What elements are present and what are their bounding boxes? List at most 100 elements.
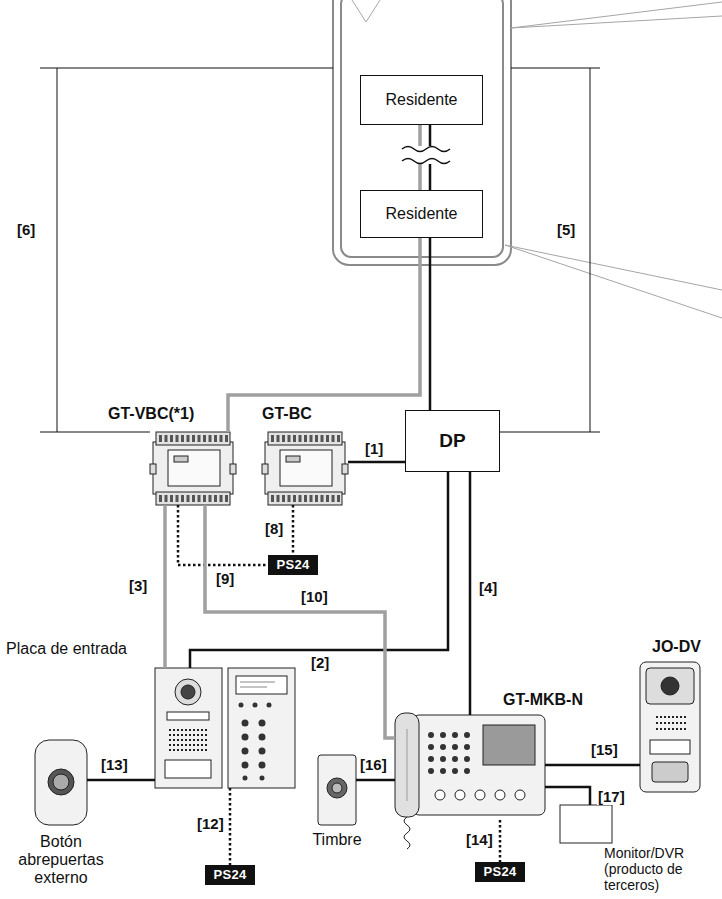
guard-station-drawing-part [431,744,469,750]
callout-number: [6] [16,222,36,238]
exit-button-drawing-part [35,740,87,825]
break-symbol-part [402,147,450,152]
device-label: GT-VBC(*1) [108,405,194,423]
guard-station-drawing-part [495,790,505,800]
doorbell: Timbre [318,755,356,825]
door-station-drawing-part [640,662,700,792]
guard-station-drawing-part [431,768,469,774]
bus-wire [356,779,395,782]
callout-number: [14] [465,832,494,848]
door-station-drawing-part [650,740,690,754]
guard-station-drawing-part [431,732,469,738]
power-supply: PS24 [268,555,318,575]
exit-button-drawing [35,740,87,825]
bus-wire [429,238,432,410]
callout-number: [16] [359,757,388,773]
bridge-controller-unit-part [153,442,233,494]
device-label: JO-DV [652,638,701,656]
callout-number: [12] [196,816,225,832]
resident-box: Residente [360,190,483,238]
exit-button: Botón abrepuertas externo [35,740,87,825]
guard-station-drawing-part [483,725,535,765]
bridge-controller-unit-part [156,432,230,445]
callout-number: [9] [215,571,235,587]
power-supply: PS24 [475,862,525,882]
break-symbol [402,125,450,190]
bus-controller-unit-part [262,464,268,474]
building-outline [333,0,511,265]
bridge-controller-unit-part [156,492,230,505]
entrance-panel-drawing-part [167,712,209,720]
doorbell-drawing-part [327,778,347,798]
entrance-panel-drawing-part [169,734,207,736]
device-label: GT-BC [262,405,312,423]
guard-station-drawing-part [435,790,445,800]
power-wire [292,505,295,555]
bus-wire [545,787,590,805]
guard-station-drawing-part [455,790,465,800]
power-supply: PS24 [205,865,255,885]
bridge-controller-unit-part [168,450,220,486]
bridge-controller-unit-part [159,495,228,502]
box-label: PS24 [483,865,516,880]
door-station-drawing [640,662,700,792]
entrance-panel-drawing-part [181,685,195,699]
building-outline-part [341,0,503,257]
dimension-bracket [40,68,600,432]
callout-number: [5] [556,222,576,238]
callout-wedge-part [352,0,380,22]
guard-station-drawing-part [407,729,408,801]
bus-controller-unit-part [271,495,340,502]
guard-station-drawing-part [475,790,485,800]
door-station-drawing-part [661,677,679,695]
entrance-panel-drawing-part [169,729,207,731]
device-label: Timbre [298,831,376,849]
door-station-drawing-part [646,668,694,704]
entrance-panel-drawing-part [245,762,279,769]
bus-wire [87,779,155,782]
break-symbol-part [402,159,450,164]
box-label: Residente [385,205,457,223]
entrance-panel-drawing-part [245,748,279,755]
third-party-monitor: Monitor/DVR (producto de terceros) [560,805,612,843]
resident-box: Residente [360,75,483,125]
door-station-drawing-part [656,716,686,718]
bus-wire [545,764,640,767]
guard-station-drawing-part [404,817,410,849]
bus-controller-unit-part [342,464,348,474]
bridge-controller-unit-part [230,464,236,474]
callout-number: [2] [310,655,330,671]
callout-number: [1] [364,441,384,457]
entrance-panel-drawing-part [240,682,275,683]
callout-number: [3] [128,578,148,594]
bus-controller-unit-part [268,432,342,445]
dimension-bracket-part [40,68,333,432]
device-label: Placa de entrada [6,640,127,658]
door-station-drawing-part [656,728,686,730]
entrance-panel-drawing-part [169,749,207,751]
entrance-panel-drawing-part [228,668,295,788]
guard-station-drawing-part [431,756,469,762]
doorbell-drawing [318,755,356,825]
exit-button-drawing-part [53,774,69,790]
entrance-panel-drawing-part [169,744,207,746]
bridge-controller-unit-part [159,435,228,442]
box-label: PS24 [213,868,246,883]
video-wire [228,238,420,432]
bus-wire [348,461,405,464]
break-symbol-part [418,125,422,190]
callout-number: [8] [264,521,284,537]
bus-controller-unit-part [271,435,340,442]
door-station-drawing-part [652,762,688,782]
guard-station: GT-MKB-N [395,715,545,820]
exit-button-drawing-part [48,769,74,795]
guard-station-drawing-part [413,715,545,815]
bus-controller-unit-part [265,442,345,494]
monitor-drawing-part [560,805,612,843]
guard-station-drawing-part [395,713,419,817]
door-station-drawing-part [656,722,686,724]
callout-number: [13] [100,757,129,773]
distribution-point: DP [405,410,500,472]
